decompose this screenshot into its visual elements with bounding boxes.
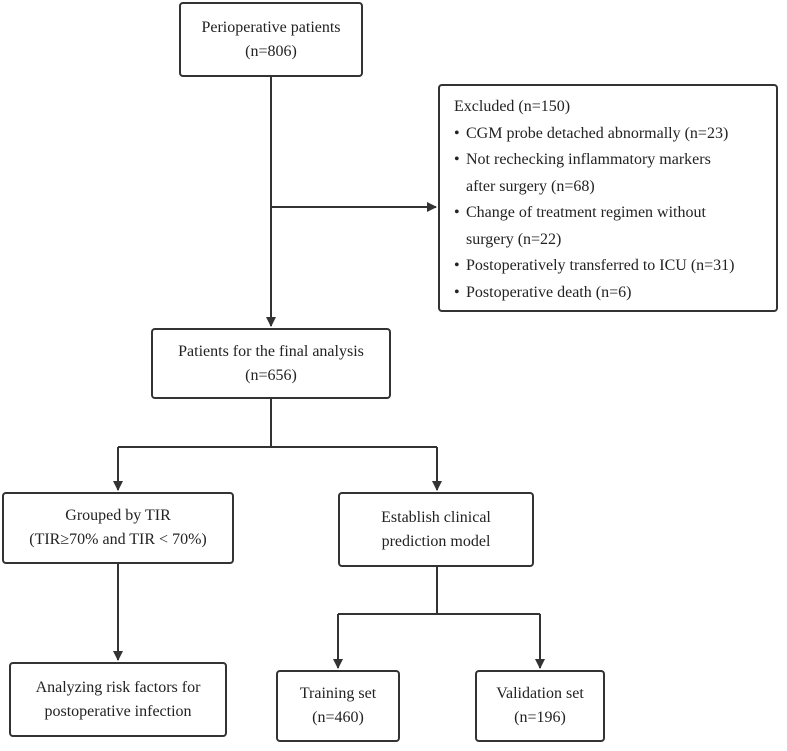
node-title: Patients for the final analysis xyxy=(178,342,364,360)
excluded-reason: •Postoperative death (n=6) xyxy=(454,280,631,307)
excluded-reason: •Not rechecking inflammatory markers aft… xyxy=(454,147,711,200)
node-title: Establish clinical xyxy=(381,508,491,526)
node-count: (n=806) xyxy=(245,42,297,60)
node-training-set: Training set (n=460) xyxy=(276,670,400,742)
node-subtitle: prediction model xyxy=(381,532,491,550)
node-title: Training set xyxy=(299,685,377,702)
bullet-icon: • xyxy=(454,257,460,274)
node-title: Analyzing risk factors for xyxy=(35,678,201,696)
node-validation-set: Validation set (n=196) xyxy=(475,670,605,742)
node-count: (n=460) xyxy=(312,709,364,726)
node-title: Perioperative patients xyxy=(201,18,341,36)
bullet-icon: • xyxy=(454,124,460,142)
bullet-icon: • xyxy=(454,204,460,221)
excluded-header: Excluded (n=150) xyxy=(454,98,571,115)
node-grouped-by-tir: Grouped by TIR (TIR≥70% and TIR < 70%) xyxy=(2,492,234,564)
excluded-reason: •Change of treatment regimen without sur… xyxy=(454,200,706,253)
node-count: (n=656) xyxy=(245,366,297,384)
node-prediction-model: Establish clinical prediction model xyxy=(338,492,534,567)
node-perioperative-patients: Perioperative patients (n=806) xyxy=(179,2,363,77)
node-title: Validation set xyxy=(496,685,584,702)
node-excluded: Excluded (n=150) •CGM probe detached abn… xyxy=(438,84,778,312)
node-risk-factors: Analyzing risk factors for postoperative… xyxy=(9,662,227,737)
bullet-icon: • xyxy=(454,283,460,301)
excluded-reason: •Postoperatively transferred to ICU (n=3… xyxy=(454,253,735,280)
bullet-icon: • xyxy=(454,151,460,168)
excluded-reason: •CGM probe detached abnormally (n=23) xyxy=(454,121,728,148)
node-count: (n=196) xyxy=(514,709,566,726)
node-final-analysis: Patients for the final analysis (n=656) xyxy=(151,328,391,399)
node-title: Grouped by TIR xyxy=(65,507,171,524)
node-subtitle: postoperative infection xyxy=(44,702,192,720)
node-subtitle: (TIR≥70% and TIR < 70%) xyxy=(29,531,207,548)
